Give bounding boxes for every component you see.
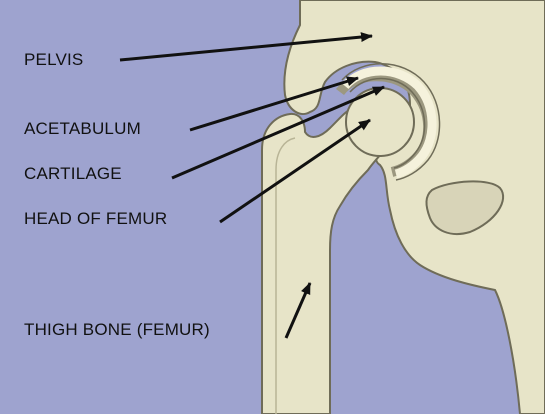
label-head-of-femur: HEAD OF FEMUR [24,209,167,229]
label-thigh-bone: THIGH BONE (FEMUR) [24,320,210,340]
label-acetabulum: ACETABULUM [24,119,141,139]
label-pelvis: PELVIS [24,50,83,70]
label-cartilage: CARTILAGE [24,164,122,184]
